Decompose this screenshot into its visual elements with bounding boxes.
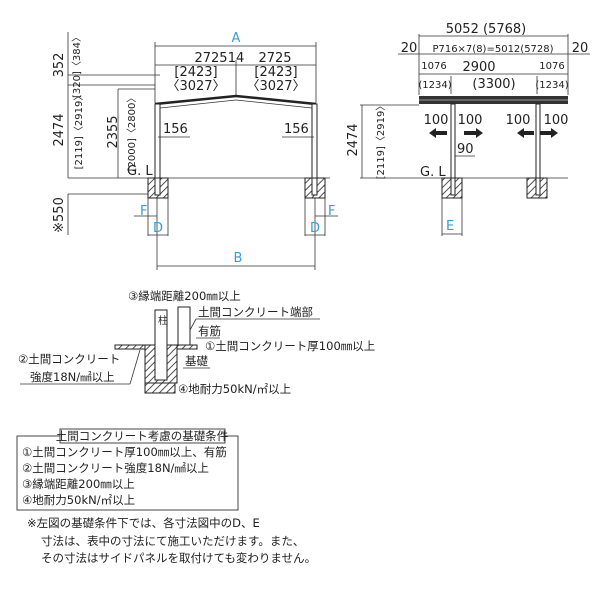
label-f-left: F xyxy=(140,204,147,219)
post-right xyxy=(311,103,318,179)
arrow-label: 100 xyxy=(424,113,449,128)
post xyxy=(154,309,168,381)
seg-left: 1076 xyxy=(421,61,446,72)
label-d-right: D xyxy=(310,221,320,236)
arrow-label: 100 xyxy=(458,113,483,128)
rebar-label: 有筋 xyxy=(198,324,221,338)
post-left-size: 156 xyxy=(163,122,188,137)
footing-label: 基礎 xyxy=(185,354,208,368)
post-label: 柱 xyxy=(158,314,168,327)
side-gl-label: G. L xyxy=(420,165,446,180)
edge-left: 20 xyxy=(401,41,418,56)
note-line: ※左図の基礎条件下では、各寸法図中のD、E xyxy=(27,516,260,530)
condition-item: ③縁端距離200㎜以上 xyxy=(22,477,135,491)
thickness-label: ①土間コンクリート厚100㎜以上 xyxy=(205,339,375,353)
side-post-left xyxy=(450,103,456,179)
front-view: A 2725 14 2725 [2423] 〈3027〉 [2423] 〈302… xyxy=(52,31,338,270)
side-height: 2474 xyxy=(346,123,361,156)
roof xyxy=(154,94,317,106)
side-height-alt: [2119]〈2919〉 xyxy=(375,101,387,180)
pitch: P716×7(8)=5012(5728) xyxy=(432,44,553,55)
slab-edge-label: 土間コンクリート端部 xyxy=(198,305,313,319)
seg-right: 1076 xyxy=(539,61,564,72)
span-right-alt2: 〈3027〉 xyxy=(246,79,305,94)
condition-item: ②土間コンクリート強度18N/㎟以上 xyxy=(22,461,209,475)
clear-height: 2355 xyxy=(106,115,121,148)
span-right: 2725 xyxy=(258,51,291,66)
arrow-left-icon xyxy=(517,128,534,138)
condition-item: ①土間コンクリート厚100㎜以上、有筋 xyxy=(22,445,227,459)
seg-right-alt: (1234) xyxy=(535,80,568,91)
label-b: B xyxy=(234,251,243,266)
span-left-alt1: [2423] xyxy=(174,65,217,80)
side-view: 5052 (5768) 20 P716×7(8)=5012(5728) 20 1… xyxy=(346,22,590,236)
note-line: その寸法はサイドパネルを取付けても変わりません。 xyxy=(41,551,316,565)
arrow-label: 100 xyxy=(506,113,531,128)
height-alt: [2119]〈2919〉 xyxy=(73,91,85,170)
edge-right: 20 xyxy=(572,41,589,56)
arrow-left-icon xyxy=(429,128,447,138)
seg-left-alt: (1234) xyxy=(418,80,451,91)
label-d-left: D xyxy=(153,221,163,236)
post-left xyxy=(154,103,161,179)
span-left-alt2: 〈3027〉 xyxy=(166,79,225,94)
roof-height-alt: [320]〈384〉 xyxy=(71,32,83,98)
gl-label: G. L xyxy=(127,164,153,179)
span-left: 2725 xyxy=(194,51,227,66)
height: 2474 xyxy=(52,113,67,146)
strength-label-2: 強度18N/㎟以上 xyxy=(30,370,115,384)
span-right-alt1: [2423] xyxy=(254,65,297,80)
side-post-right xyxy=(535,103,541,179)
condition-item: ④地耐力50kN/㎡以上 xyxy=(22,493,135,507)
arrow-right-icon xyxy=(540,128,558,138)
conditions-title: 土間コンクリート考慮の基礎条件 xyxy=(56,429,229,443)
arrow-label: 100 xyxy=(544,113,569,128)
label-f-right: F xyxy=(328,204,335,219)
conditions-box: 土間コンクリート考慮の基礎条件 ①土間コンクリート厚100㎜以上、有筋 ②土間コ… xyxy=(16,428,316,565)
edge-distance-label: ③縁端距離200㎜以上 xyxy=(128,289,241,303)
seg-mid-alt: (3300) xyxy=(472,77,515,92)
span-center: 14 xyxy=(228,51,245,66)
footing-depth: ※550 xyxy=(52,197,67,233)
total-length: 5052 (5768) xyxy=(446,22,526,37)
note-line: 寸法は、表中の寸法にて施工いただけます。また、 xyxy=(41,534,304,548)
post-size: 90 xyxy=(457,142,474,157)
foundation-detail: ③縁端距離200㎜以上 柱 土間コンクリート端部 有筋 ①土間コンクリート厚10… xyxy=(18,289,375,396)
label-a: A xyxy=(232,31,241,46)
label-e: E xyxy=(446,219,454,234)
roof-height: 352 xyxy=(52,53,67,78)
seg-mid: 2900 xyxy=(462,60,495,75)
strength-label-1: ②土間コンクリート xyxy=(18,352,120,366)
clear-height-alt: [2000]〈2800〉 xyxy=(126,93,138,172)
bearing-label: ④地耐力50kN/㎡以上 xyxy=(178,382,291,396)
arrow-right-icon xyxy=(464,128,483,138)
arrow-icons xyxy=(429,128,558,138)
post-right-size: 156 xyxy=(284,122,309,137)
